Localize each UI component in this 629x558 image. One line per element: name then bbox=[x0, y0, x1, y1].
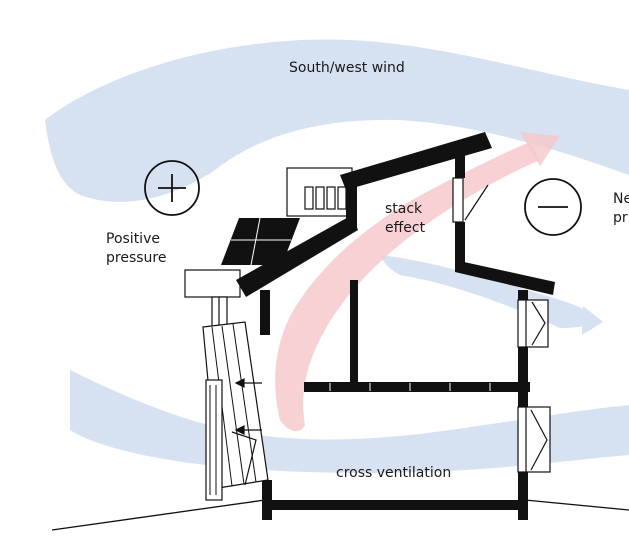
negative-pressure-label-line1: Ne bbox=[613, 191, 629, 207]
left-lower-window-frame bbox=[205, 379, 223, 501]
positive-pressure-label-line1: Positive bbox=[106, 231, 160, 247]
stack-air-arrowhead bbox=[520, 132, 560, 166]
stack-effect-label-line2: effect bbox=[385, 220, 426, 236]
inflow-arrows bbox=[234, 378, 262, 435]
stack-air-band bbox=[275, 142, 540, 432]
minus-symbol bbox=[524, 178, 582, 236]
wind-label: South/west wind bbox=[289, 60, 405, 76]
positive-pressure-label-line2: pressure bbox=[106, 250, 166, 266]
plus-symbol bbox=[144, 160, 200, 216]
right-wall-bottom bbox=[518, 472, 528, 520]
left-eave-box bbox=[184, 269, 241, 298]
house-structure bbox=[184, 132, 555, 520]
stack-effect-label-line1: stack bbox=[385, 201, 423, 217]
upper-roof bbox=[340, 132, 492, 190]
clerestory-window bbox=[452, 177, 464, 223]
middle-wind-arrowhead bbox=[582, 306, 603, 335]
right-wall-middle bbox=[518, 345, 528, 407]
right-upper-wall-bottom bbox=[455, 222, 465, 270]
right-upper-window-frame bbox=[517, 299, 549, 348]
cross-ventilation-label: cross ventilation bbox=[336, 465, 451, 481]
ground bbox=[51, 499, 629, 531]
right-lower-window-frame bbox=[517, 406, 551, 473]
upper-floor-slab bbox=[304, 382, 530, 392]
floor-joint-marks bbox=[329, 383, 491, 391]
right-wall-top bbox=[518, 290, 528, 302]
left-wall-upper bbox=[260, 290, 270, 335]
lower-roof bbox=[236, 215, 358, 297]
right-lower-roof bbox=[455, 260, 555, 295]
negative-pressure-label-line2: pr bbox=[613, 210, 628, 226]
clerestory-window-sash bbox=[464, 184, 489, 221]
stack-effect-flow bbox=[275, 132, 560, 432]
ground-floor-slab bbox=[262, 500, 528, 510]
clerestory-wall bbox=[346, 185, 357, 230]
left-lower-window-sash bbox=[231, 431, 257, 486]
right-upper-window-sash bbox=[531, 301, 546, 346]
solar-panel bbox=[221, 217, 300, 266]
upper-wind-flow bbox=[45, 39, 629, 202]
ground-right bbox=[524, 499, 629, 511]
right-lower-window-sash bbox=[530, 409, 548, 471]
interior-partition bbox=[350, 280, 358, 382]
clerestory-louvres bbox=[304, 186, 347, 210]
ground-left bbox=[51, 499, 266, 531]
middle-wind-flow bbox=[380, 255, 603, 328]
right-upper-wall-top bbox=[455, 150, 465, 178]
windows bbox=[202, 177, 551, 501]
